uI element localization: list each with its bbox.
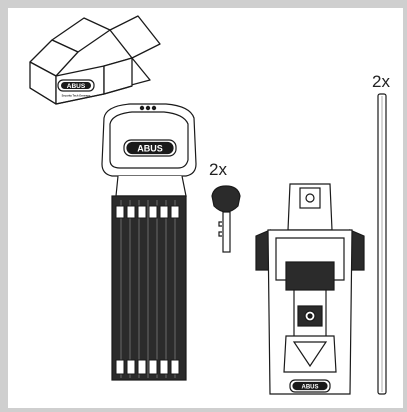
folding-lock [101,103,197,381]
bracket-logo-text: ABUS [301,385,318,391]
packaging-box [29,15,161,105]
lock-logo-text: ABUS [137,144,163,154]
box-logo-text: ABUS [67,83,86,90]
keys-quantity-label: 2x [209,160,227,179]
pins-quantity-label: 2x [372,72,390,91]
box-logo [57,79,95,92]
key-icon [211,185,241,253]
mounting-bracket [255,183,365,395]
box-tagline: Security Tech Germany [62,94,91,98]
mounting-pin [377,93,387,395]
